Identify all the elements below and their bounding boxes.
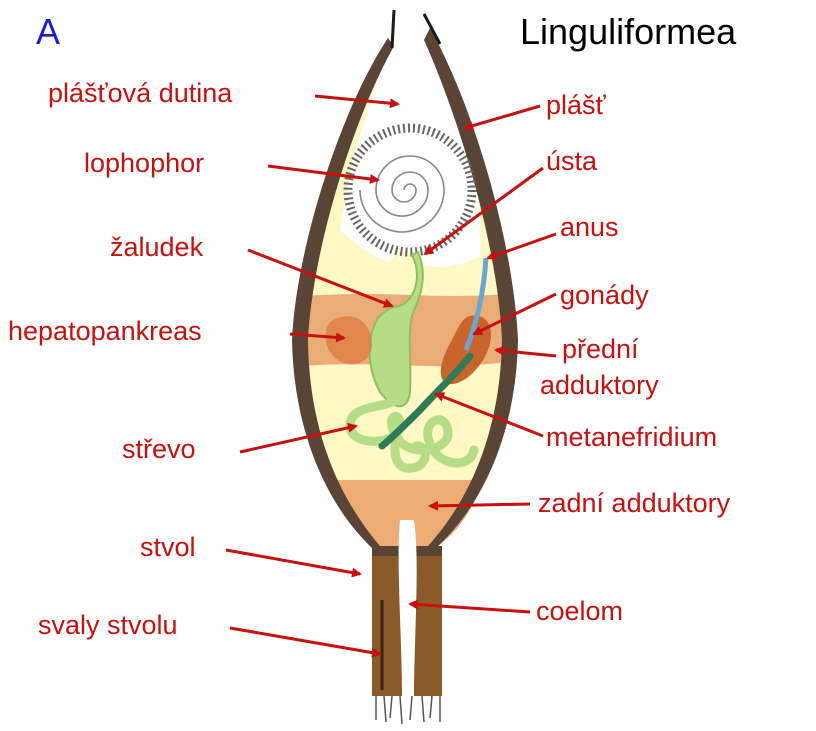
panel-letter: A bbox=[36, 14, 60, 50]
label-metanefridium: metanefridium bbox=[546, 424, 717, 451]
arrow-plast bbox=[465, 106, 540, 128]
label-usta: ústa bbox=[546, 148, 597, 175]
label-adduktory: adduktory bbox=[540, 372, 659, 399]
label-zadni-adduktory: zadní adduktory bbox=[538, 490, 730, 517]
label-predni: přední bbox=[562, 336, 639, 363]
arrow-svaly-stvolu bbox=[230, 628, 380, 654]
label-gonady: gonády bbox=[560, 282, 649, 309]
label-coelom: coelom bbox=[536, 598, 623, 625]
label-svaly-stvolu: svaly stvolu bbox=[38, 612, 178, 639]
label-anus: anus bbox=[560, 214, 619, 241]
diagram-title: Linguliformea bbox=[520, 14, 736, 50]
label-strevo: střevo bbox=[122, 436, 196, 463]
label-stvol: stvol bbox=[140, 534, 196, 561]
label-lophophor: lophophor bbox=[84, 150, 204, 177]
label-zaludek: žaludek bbox=[110, 234, 203, 261]
label-plast: plášť bbox=[546, 92, 606, 119]
label-hepatopankreas: hepatopankreas bbox=[8, 318, 202, 345]
arrow-stvol bbox=[226, 550, 360, 574]
label-plastova-dutina: plášťová dutina bbox=[48, 80, 232, 107]
arrow-zadni-adduktory bbox=[430, 504, 530, 506]
pedicle-fibers bbox=[376, 696, 440, 724]
